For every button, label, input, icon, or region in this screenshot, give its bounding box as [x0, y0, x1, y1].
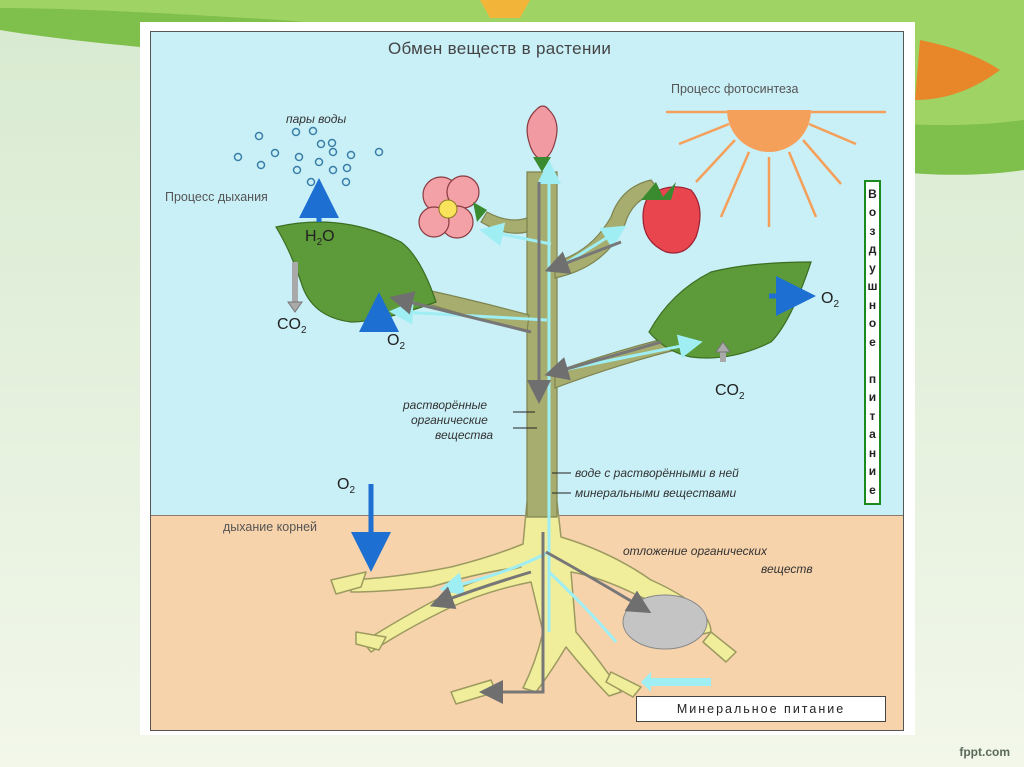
air-nutrition-letter: з: [869, 223, 876, 238]
o2-left-label: O2: [387, 332, 406, 353]
air-nutrition-letter: е: [869, 334, 876, 349]
root-system: [330, 501, 737, 705]
flower-bud-icon: [526, 105, 558, 172]
brand-watermark: fppt.com: [959, 745, 1010, 759]
water-vapor-label: пары воды: [286, 112, 347, 126]
air-nutrition-letter: о: [868, 316, 877, 331]
photosynthesis-label: Процесс фотосинтеза: [671, 82, 799, 96]
air-nutrition-letter: и: [868, 390, 877, 405]
mineral-nutrition-label: Минеральное питание: [636, 696, 886, 722]
air-nutrition-letter: [871, 354, 874, 367]
o2-roots-label: O2: [337, 476, 356, 497]
sun-icon: [666, 110, 886, 227]
air-nutrition-letter: д: [868, 242, 877, 257]
deposit-label-line-2: веществ: [761, 562, 813, 576]
air-nutrition-letter: н: [868, 297, 877, 312]
water-vapor-bubbles: [233, 126, 384, 187]
air-nutrition-letter: н: [868, 445, 877, 460]
leaf-right: [648, 261, 812, 359]
air-nutrition-letter: т: [869, 408, 876, 423]
organic-label-line-2: органические: [411, 413, 488, 427]
root-respiration-label: дыхание корней: [223, 520, 318, 534]
strawberry-icon: [641, 182, 701, 254]
air-nutrition-letter: и: [868, 464, 877, 479]
plant-metabolism-diagram: Обмен веществ в растении Процесс фотосин…: [150, 31, 904, 731]
flower-icon: [418, 175, 487, 239]
air-nutrition-letter: е: [869, 483, 876, 497]
air-nutrition-letter: В: [868, 186, 877, 201]
respiration-label: Процесс дыхания: [165, 190, 268, 204]
deposit-label-line-1: отложение органических: [623, 544, 767, 558]
co2-left-label: CO2: [277, 316, 307, 337]
diagram-title: Обмен веществ в растении: [388, 39, 612, 58]
air-nutrition-letter: а: [869, 427, 876, 442]
o2-right-label: O2: [821, 290, 840, 311]
air-nutrition-letter: п: [868, 371, 877, 386]
butterfly-wing-shape: [915, 40, 1000, 100]
organic-label-line-1: растворённые: [403, 398, 488, 412]
air-nutrition-letter: у: [869, 260, 876, 275]
air-nutrition-letter: ш: [867, 279, 878, 294]
water-label-line-1: воде с растворёнными в ней: [575, 466, 739, 480]
water-label-line-2: минеральными веществами: [575, 486, 737, 500]
organic-label-line-3: вещества: [435, 428, 494, 442]
co2-right-label: CO2: [715, 382, 745, 403]
label-pointers: [513, 411, 571, 494]
organic-transport-lines: [389, 182, 662, 704]
plant-illustration: [233, 105, 886, 705]
gas-exchange-arrows: [287, 178, 816, 692]
leaf-left: [275, 221, 437, 323]
h2o-label: H2O: [305, 228, 335, 249]
air-nutrition-letter: о: [868, 205, 877, 220]
